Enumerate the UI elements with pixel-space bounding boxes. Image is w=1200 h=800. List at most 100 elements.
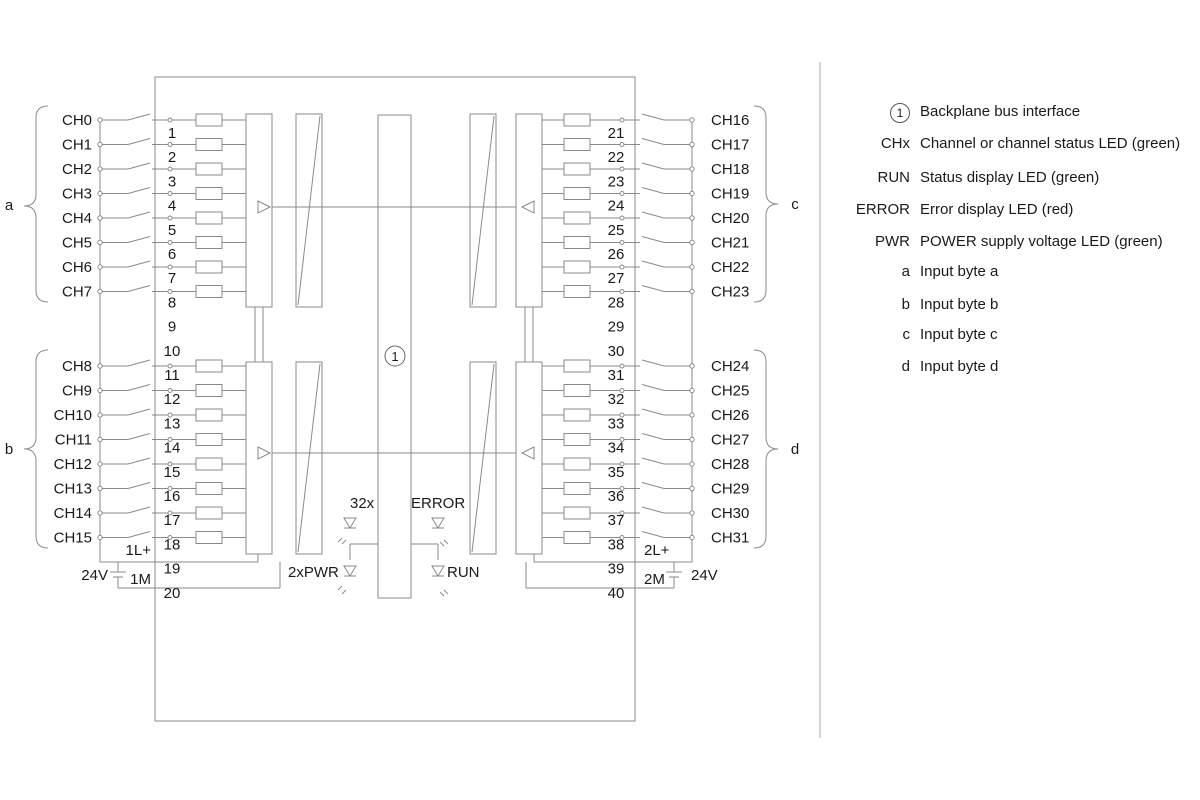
- legend-row: c Input byte c: [820, 326, 1200, 350]
- pin-number: 16: [164, 488, 181, 505]
- pin-number: 37: [608, 512, 625, 529]
- legend-key: ERROR: [855, 201, 910, 218]
- input-resistor: [195, 211, 223, 225]
- pin-number: 14: [164, 440, 181, 457]
- legend-key: a: [901, 263, 910, 280]
- error-led-diode: [431, 517, 449, 547]
- channel-label: CH20: [711, 210, 749, 227]
- pin-dot: [619, 215, 625, 221]
- channel-label: CH15: [54, 530, 92, 547]
- terminal-dot: [97, 436, 103, 443]
- pin-dot: [167, 412, 173, 418]
- legend-key: CHx: [880, 135, 910, 152]
- pin-dot: [167, 240, 173, 245]
- brace-b: [23, 349, 49, 549]
- channel-label: CH7: [62, 284, 92, 301]
- input-resistor: [195, 285, 223, 298]
- supply-right-plus: 2L+: [644, 542, 670, 559]
- pin-dot: [619, 142, 625, 147]
- terminal-dot: [689, 141, 695, 148]
- led-label-run: RUN: [447, 564, 480, 581]
- pin-dot: [167, 117, 173, 123]
- input-resistor: [563, 408, 591, 422]
- pin-dot: [619, 166, 625, 172]
- pin-number: 2: [168, 149, 176, 166]
- brace-c: [753, 105, 779, 303]
- group-c-label: c: [791, 196, 799, 213]
- channel-label: CH14: [54, 505, 92, 522]
- group-d-label: d: [791, 441, 799, 458]
- terminal-dot: [97, 510, 103, 516]
- led-label-error: ERROR: [411, 495, 465, 512]
- channel-label: CH23: [711, 284, 749, 301]
- pin-number: 19: [164, 561, 181, 578]
- input-resistor: [563, 236, 591, 249]
- pin-number: 17: [164, 512, 181, 529]
- channel-label: CH10: [54, 407, 92, 424]
- left-optocoupler-lower: [295, 361, 323, 555]
- terminal-dot: [97, 141, 103, 148]
- legend-key: c: [902, 326, 911, 343]
- pin-number: 27: [608, 270, 625, 287]
- terminal-dot: [689, 510, 695, 516]
- channel-label: CH12: [54, 456, 92, 473]
- channel-label: CH5: [62, 235, 92, 252]
- channel-label: CH1: [62, 137, 92, 154]
- pin-dot: [619, 388, 625, 393]
- pin-dot: [619, 117, 625, 123]
- input-resistor: [563, 531, 591, 544]
- right-optocoupler-lower: [469, 361, 497, 555]
- channel-label: CH18: [711, 161, 749, 178]
- terminal-dot: [97, 412, 103, 418]
- pin-dot: [167, 510, 173, 516]
- channel-label: CH31: [711, 530, 749, 547]
- channel-label: CH8: [62, 358, 92, 375]
- terminal-dot: [97, 485, 103, 492]
- terminal-dot: [689, 485, 695, 492]
- module-frame: [154, 76, 636, 722]
- pin-number: 36: [608, 488, 625, 505]
- pin-dot: [167, 486, 173, 491]
- pin-number: 6: [168, 246, 176, 263]
- pin-number: 32: [608, 391, 625, 408]
- pin-number: 4: [168, 198, 176, 215]
- pin-dot: [619, 240, 625, 245]
- pin-number: 1: [168, 125, 176, 142]
- input-resistor: [195, 408, 223, 422]
- power-led-diode: [337, 565, 357, 595]
- input-resistor: [195, 187, 223, 200]
- input-resistor: [563, 162, 591, 176]
- input-resistor: [563, 138, 591, 151]
- pin-number: 5: [168, 222, 176, 239]
- legend-text: Status display LED (green): [920, 169, 1100, 186]
- legend-text: POWER supply voltage LED (green): [920, 233, 1163, 250]
- channel-label: CH3: [62, 186, 92, 203]
- channel-label: CH6: [62, 259, 92, 276]
- group-a-label: a: [5, 197, 14, 214]
- pin-number: 11: [164, 367, 180, 384]
- pin-number: 30: [608, 343, 625, 360]
- channel-label: CH29: [711, 481, 749, 498]
- pin-dot: [167, 363, 173, 369]
- input-resistor: [195, 506, 223, 520]
- legend-key: RUN: [877, 169, 911, 186]
- terminal-dot: [689, 412, 695, 418]
- pin-dot: [167, 461, 173, 467]
- terminal-dot: [689, 239, 695, 246]
- pin-number: 39: [608, 561, 625, 578]
- input-resistor: [195, 260, 223, 274]
- pin-number: 12: [164, 391, 181, 408]
- terminal-dot: [689, 190, 695, 197]
- pin-number: 20: [164, 585, 181, 602]
- supply-right-voltage: 24V: [691, 567, 718, 584]
- channel-label: CH27: [711, 432, 749, 449]
- terminal-dot: [689, 288, 695, 295]
- legend-text: Input byte c: [920, 326, 998, 343]
- right-input-block-lower: [515, 361, 543, 555]
- pin-number: 18: [164, 536, 181, 553]
- brace-a: [23, 105, 49, 303]
- pin-number: 22: [608, 149, 625, 166]
- pin-number: 9: [168, 319, 176, 336]
